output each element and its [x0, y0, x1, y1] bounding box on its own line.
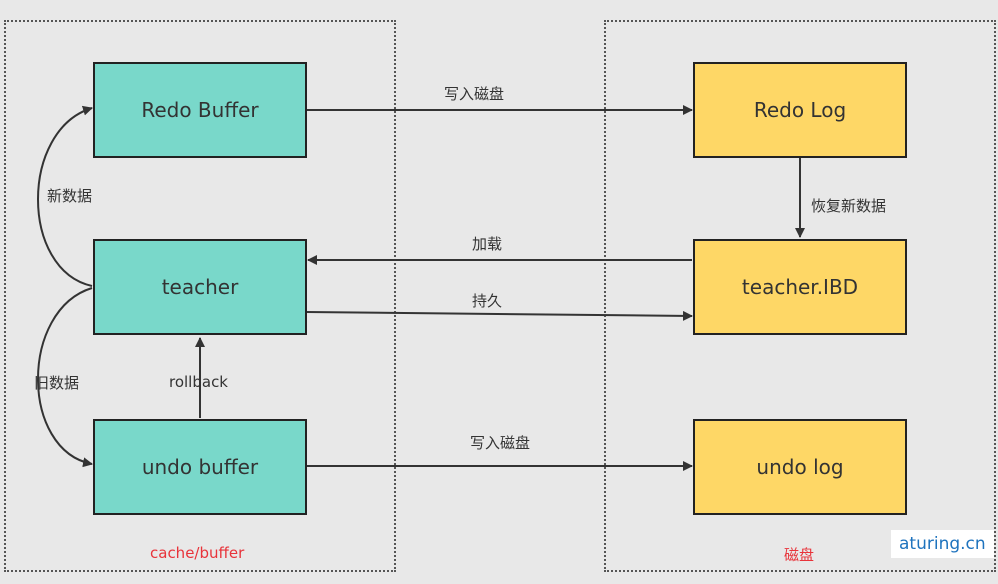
node-teacher: teacher	[93, 239, 307, 335]
node-teacher-ibd: teacher.IBD	[693, 239, 907, 335]
disk-region	[604, 20, 996, 572]
label-load: 加载	[472, 235, 503, 253]
node-undo-log: undo log	[693, 419, 907, 515]
memory-region-label: cache/buffer	[150, 544, 245, 562]
label-old-data: 旧数据	[34, 374, 80, 392]
edge-new-data	[37, 105, 93, 287]
label-undo-write: 写入磁盘	[470, 434, 531, 452]
label-persist: 持久	[472, 292, 503, 310]
node-redo-log: Redo Log	[693, 62, 907, 158]
watermark: aturing.cn	[891, 530, 994, 558]
disk-region-label: 磁盘	[784, 546, 815, 564]
edge-old-data	[37, 287, 93, 468]
label-rollback: rollback	[169, 373, 228, 391]
label-redo-write: 写入磁盘	[444, 85, 505, 103]
edge-persist	[305, 310, 693, 321]
memory-region	[4, 20, 396, 572]
label-new-data: 新数据	[47, 187, 93, 205]
label-recover: 恢复新数据	[811, 197, 887, 215]
node-redo-buffer: Redo Buffer	[93, 62, 307, 158]
node-undo-buffer: undo buffer	[93, 419, 307, 515]
